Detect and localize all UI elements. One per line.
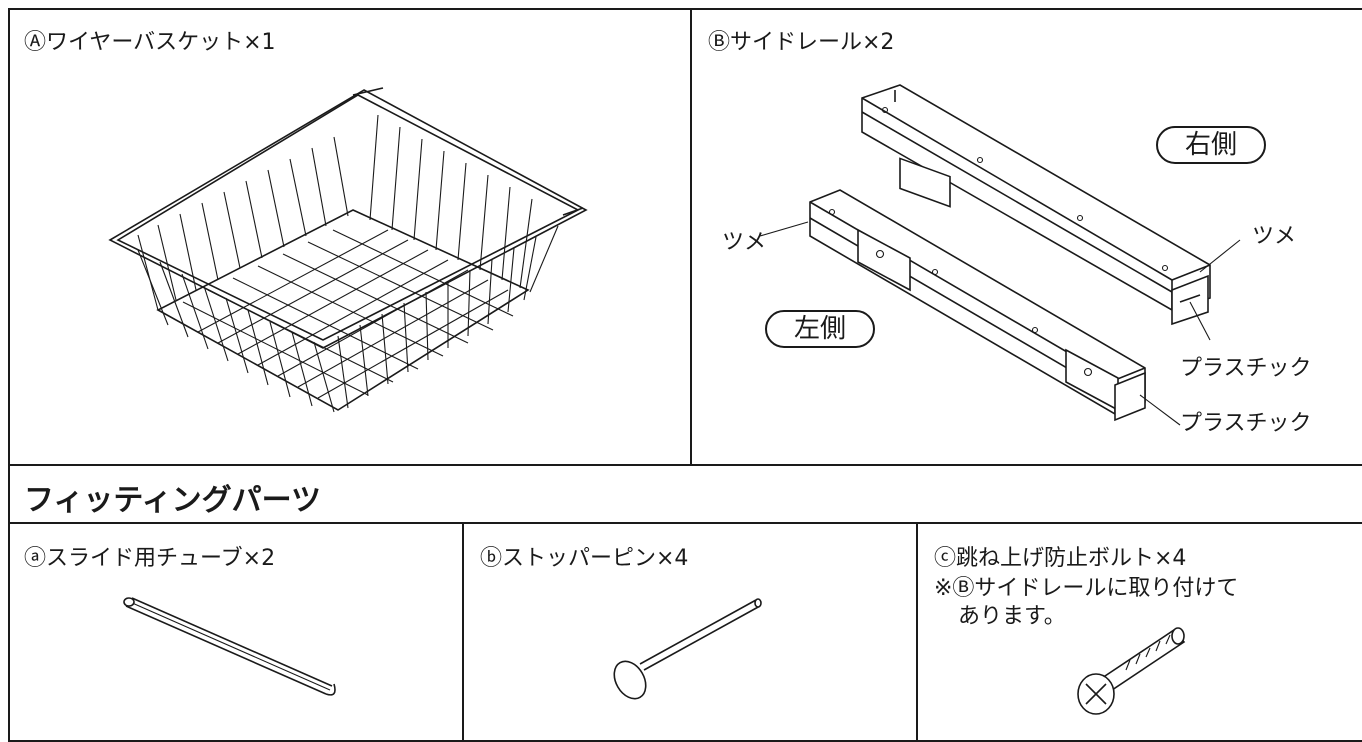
right-side-tag: 右側: [1156, 126, 1266, 164]
stopper-pin-label: ⓑストッパーピン×4: [480, 546, 689, 571]
wire-basket-label: Ⓐワイヤーバスケット×1: [24, 30, 276, 55]
fittings-heading: フィッティングパーツ: [24, 483, 321, 518]
anti-lift-bolt-note-line2: あります。: [958, 604, 1066, 629]
slide-tube-illustration: [123, 597, 336, 696]
slide-tube-label: ⓐスライド用チューブ×2: [24, 546, 276, 571]
wire-basket-illustration: [108, 87, 588, 413]
tsume-right-callout: ツメ: [1252, 224, 1297, 249]
plastic-bottom-callout: プラスチック: [1180, 411, 1312, 436]
tsume-left-callout: ツメ: [722, 230, 767, 255]
anti-lift-bolt-label: ⓒ跳ね上げ防止ボルト×4: [934, 546, 1187, 571]
left-side-tag: 左側: [765, 310, 875, 348]
anti-lift-bolt-note-line1: ※Ⓑサイドレールに取り付けて: [934, 576, 1239, 601]
stopper-pin-illustration: [613, 598, 762, 700]
anti-lift-bolt-illustration: [1077, 627, 1186, 715]
side-rail-label: Ⓑサイドレール×2: [708, 30, 895, 55]
plastic-top-callout: プラスチック: [1180, 356, 1312, 381]
side-rail-illustration: [759, 84, 1241, 426]
